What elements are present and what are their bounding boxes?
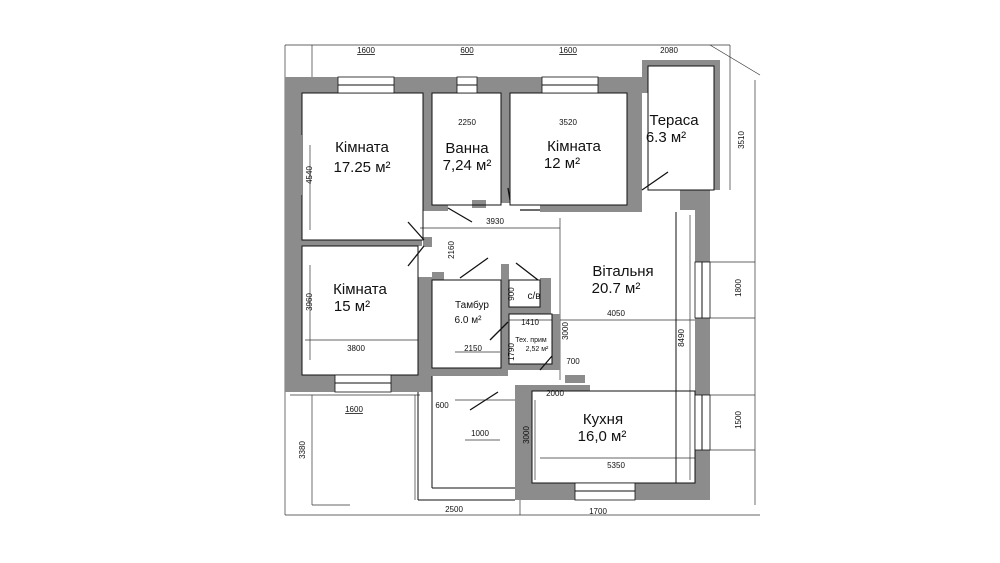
vestibule-name: Тамбур	[455, 299, 489, 311]
dim-kitchen-width: 5350	[607, 461, 625, 470]
dim-kitchen-top: 2000	[546, 389, 564, 398]
dimension-labels: 1600 600 1600 2080 3510 4540 2250 3520 3…	[298, 46, 746, 516]
dim-porch-left: 3380	[298, 441, 307, 459]
living-area: 20.7 м²	[592, 280, 641, 297]
dim-entry-door: 1000	[471, 429, 489, 438]
dim-bath-width: 2250	[458, 118, 476, 127]
dim-tech-height: 1790	[507, 343, 516, 361]
dimension-lines	[284, 44, 761, 516]
room3-name: Кімната	[333, 281, 387, 298]
dim-room2-width: 3520	[559, 118, 577, 127]
kitchen-area: 16,0 м²	[578, 428, 627, 445]
tech-area: 2,52 м²	[526, 346, 549, 353]
dim-room3-width: 3800	[347, 344, 365, 353]
dim-bottom-window-1: 1600	[345, 405, 363, 414]
dim-corridor-vertical: 2160	[447, 241, 456, 259]
dim-vestibule-width: 2150	[464, 344, 482, 353]
doors	[407, 171, 669, 411]
terrace-name: Тераса	[649, 112, 699, 129]
room3-area: 15 м²	[334, 298, 370, 315]
vestibule-area: 6.0 м²	[455, 315, 483, 326]
room2-name: Кімната	[547, 138, 601, 155]
windows	[285, 76, 711, 501]
dim-living-height: 3000	[561, 322, 570, 340]
dim-bottom-window-2: 1700	[589, 507, 607, 516]
tech-name: Тех. прим	[515, 337, 547, 344]
window-left-1	[285, 135, 302, 195]
wc-name: с/в	[527, 291, 540, 302]
dim-tech-width: 1410	[521, 318, 539, 327]
dim-right-1500: 1500	[734, 411, 743, 429]
dim-corridor: 3930	[486, 217, 504, 226]
bath-area: 7,24 м²	[443, 157, 492, 174]
room1-name: Кімната	[335, 139, 389, 156]
room1-area: 17.25 м²	[333, 159, 390, 176]
room-labels: Кімната 17.25 м² Ванна 7,24 м² Кімната 1…	[333, 112, 699, 445]
dim-top-terrace: 2080	[660, 46, 678, 55]
dim-living-width: 4050	[607, 309, 625, 318]
dim-top-window-2: 600	[460, 46, 474, 55]
dim-top-window-3: 1600	[559, 46, 577, 55]
dim-terrace-right: 3510	[737, 131, 746, 149]
terrace-area: 6.3 м²	[646, 129, 686, 146]
dim-porch-width: 2500	[445, 505, 463, 514]
dim-right-1800: 1800	[734, 279, 743, 297]
dim-room1-left: 4540	[305, 166, 314, 184]
dim-kitchen-height: 3000	[522, 426, 531, 444]
dim-top-window-1: 1600	[357, 46, 375, 55]
bath-name: Ванна	[445, 140, 489, 157]
dim-entry-600: 600	[435, 401, 449, 410]
dim-right-8490: 8490	[677, 329, 686, 347]
living-name: Вітальня	[592, 263, 653, 280]
kitchen-name: Кухня	[583, 411, 623, 428]
dim-room3-left: 3960	[305, 293, 314, 311]
dim-nook: 700	[566, 357, 580, 366]
dim-wc-900: 900	[507, 287, 516, 301]
room2-area: 12 м²	[544, 155, 580, 172]
